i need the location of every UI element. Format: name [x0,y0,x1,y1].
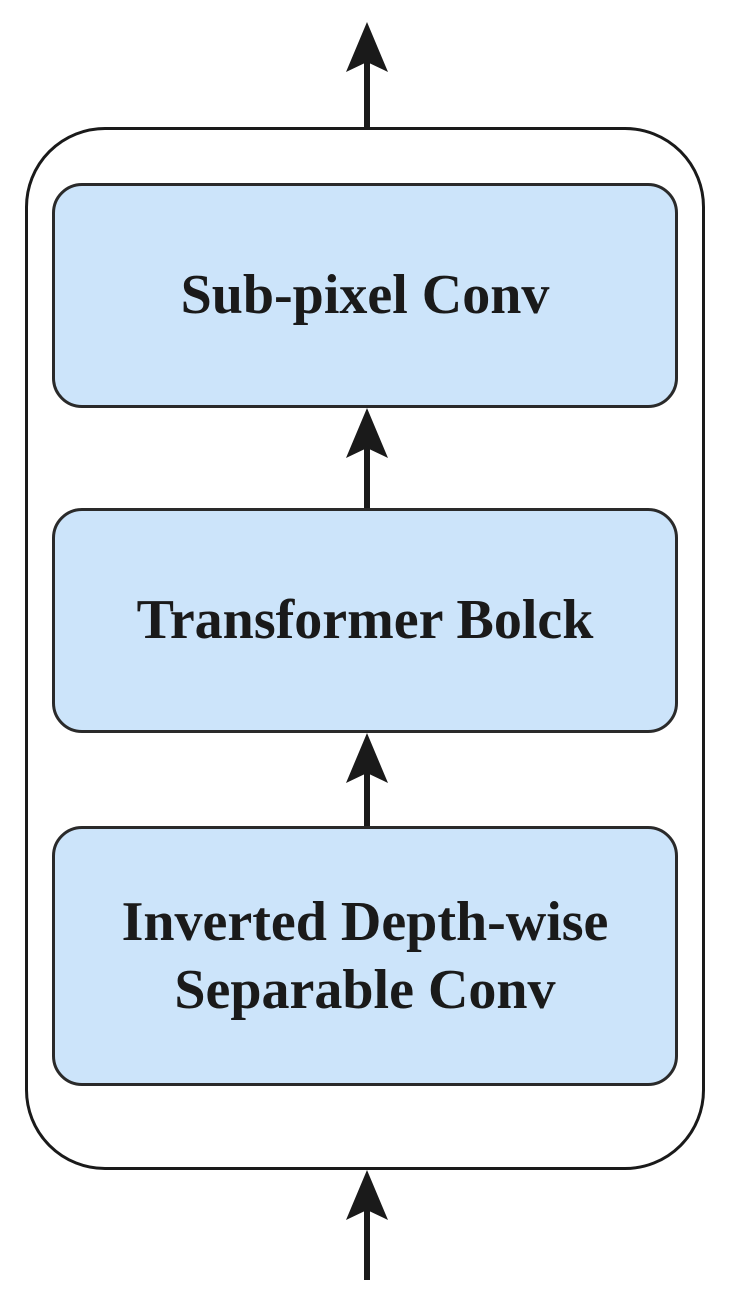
transformer-block: Transformer Bolck [52,508,678,733]
transformer-block-label: Transformer Bolck [136,589,594,652]
inverted-depthwise-label-line1: Inverted Depth-wise [121,890,609,953]
inverted-depthwise-label-line2: Separable Conv [174,959,556,1021]
input-arrow [346,1170,388,1280]
sub-pixel-conv-block: Sub-pixel Conv [52,183,678,408]
inverted-depthwise-label: Inverted Depth-wise Separable Conv [112,888,619,1025]
inverted-depthwise-separable-conv-block: Inverted Depth-wise Separable Conv [52,826,678,1086]
output-arrow [346,22,388,127]
sub-pixel-conv-label: Sub-pixel Conv [180,264,550,327]
